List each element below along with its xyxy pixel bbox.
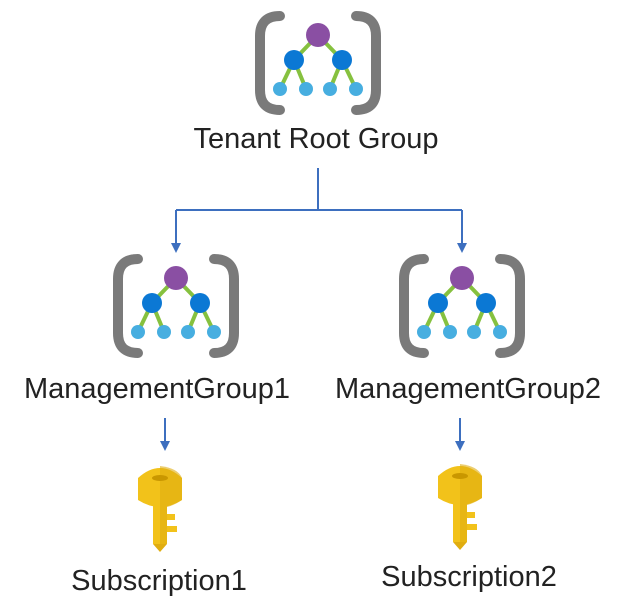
subscription-2-label: Subscription2 [381,561,557,593]
management-group-2-node[interactable]: ManagementGroup2 [335,259,601,405]
management-group-icon [260,16,376,110]
subscription-key-icon [438,464,482,550]
subscription-1-label: Subscription1 [71,565,247,597]
management-group-2-label: ManagementGroup2 [335,373,601,405]
subscription-2-node[interactable]: Subscription2 [381,464,557,593]
group-connectors [160,418,465,451]
root-connectors [171,168,467,253]
root-label: Tenant Root Group [193,123,438,155]
management-group-icon [404,259,520,353]
management-group-1-label: ManagementGroup1 [24,373,290,405]
root-node[interactable]: Tenant Root Group [193,16,439,155]
management-group-icon [118,259,234,353]
subscription-1-node[interactable]: Subscription1 [71,466,247,597]
subscription-key-icon [138,466,182,552]
management-group-1-node[interactable]: ManagementGroup1 [24,259,290,405]
